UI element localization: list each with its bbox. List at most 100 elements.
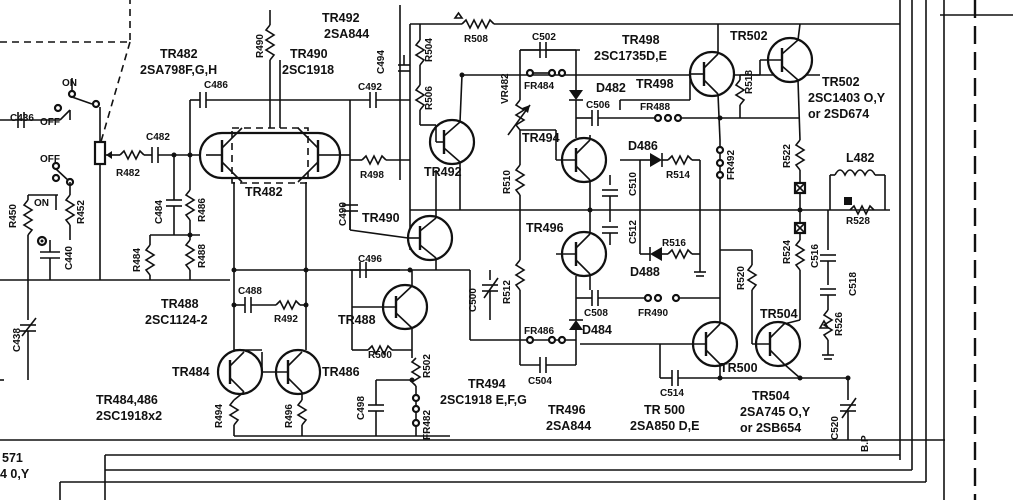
tr484-body-label: TR484 [172, 365, 210, 379]
c492-label: C492 [358, 82, 382, 93]
tr504-label: TR504 [752, 389, 790, 403]
tr492-body-label: TR492 [424, 165, 462, 179]
c504-label: C504 [528, 376, 552, 387]
tr496-body-label: TR496 [526, 221, 564, 235]
tr504-type: 2SA745 O,Y [740, 405, 811, 419]
tr494-body-label: TR494 [522, 131, 560, 145]
tr490-body-label: TR490 [362, 211, 400, 225]
d482-label: D482 [596, 81, 626, 95]
c482-label: C482 [146, 132, 170, 143]
r488-label: R488 [197, 244, 208, 268]
c496-label: C496 [358, 254, 382, 265]
c506-label: C506 [586, 100, 610, 111]
tr490-label: TR490 [290, 47, 328, 61]
r522-label: R522 [782, 144, 793, 168]
switch-off-label: OFF [40, 117, 60, 128]
tr498-body-label: TR498 [636, 77, 674, 91]
tr498-label: TR498 [622, 33, 660, 47]
r452-label: R452 [76, 200, 87, 224]
c502-label: C502 [532, 32, 556, 43]
fr482-label: FR482 [422, 410, 433, 440]
r498-label: R498 [360, 170, 384, 181]
c484-label: C484 [154, 200, 165, 224]
tr488-body-label: TR488 [338, 313, 376, 327]
c520-label: C520 [830, 416, 841, 440]
r504-label: R504 [424, 38, 435, 62]
r490-label: R490 [255, 34, 266, 58]
fr492-label: FR492 [726, 150, 737, 180]
tr496-label: TR496 [548, 403, 586, 417]
r502-label: R502 [422, 354, 433, 378]
tr494-label: TR494 [468, 377, 506, 391]
r514-label: R514 [666, 170, 690, 181]
c518-label: C518 [848, 272, 859, 296]
tr498-type: 2SC1735D,E [594, 49, 667, 63]
c516-label: C516 [810, 244, 821, 268]
r520-label: R520 [736, 266, 747, 290]
r528-label: R528 [846, 216, 870, 227]
switch-on-label: ON [62, 78, 77, 89]
input-section [0, 0, 230, 381]
r506-label: R506 [424, 86, 435, 110]
output-stage [580, 23, 890, 440]
component-labels: TR482 2SA798F,G,H TR482 TR490 2SC1918 TR… [0, 11, 886, 481]
bottom-type-label: 4 0,Y [0, 467, 30, 481]
c438-label: C438 [12, 328, 23, 352]
tr496-type: 2SA844 [546, 419, 591, 433]
switch-on-label-2: ON [34, 198, 49, 209]
c498-label: C498 [356, 396, 367, 420]
c486-label: C486 [204, 80, 228, 91]
tr494-type: 2SC1918 E,F,G [440, 393, 527, 407]
r482-label: R482 [116, 168, 140, 179]
c514-label: C514 [660, 388, 684, 399]
r494-label: R494 [214, 404, 225, 428]
r512-label: R512 [502, 280, 513, 304]
bottom-part-label: 571 [2, 451, 23, 465]
c508-label: C508 [584, 308, 608, 319]
tr502-alt-type: or 2SD674 [808, 107, 869, 121]
r486-label: R486 [197, 198, 208, 222]
tr482-label: TR482 [160, 47, 198, 61]
r510-label: R510 [502, 170, 513, 194]
vr482-label: VR482 [500, 73, 511, 104]
tr502-label: TR502 [822, 75, 860, 89]
r492-label: R492 [274, 314, 298, 325]
bp-label: B.P [860, 435, 871, 452]
r516-label: R516 [662, 238, 686, 249]
d484-label: D484 [582, 323, 612, 337]
c494-label: C494 [376, 50, 387, 74]
bias-network [507, 42, 723, 373]
tr488-label: TR488 [161, 297, 199, 311]
c436-label: C436 [10, 113, 34, 124]
tr484-486-label: TR484,486 [96, 393, 158, 407]
tr500-label: TR 500 [644, 403, 685, 417]
l482-label: L482 [846, 151, 875, 165]
c490-label: C490 [338, 202, 349, 226]
r496-label: R496 [284, 404, 295, 428]
tr492-stage [398, 24, 830, 341]
c488-label: C488 [238, 286, 262, 297]
tr504-alt-type: or 2SB654 [740, 421, 801, 435]
tr488-type: 2SC1124-2 [145, 313, 208, 327]
tr502-top-label: TR502 [730, 29, 768, 43]
tr502-type: 2SC1403 O,Y [808, 91, 886, 105]
r508-label: R508 [464, 34, 488, 45]
switch-off-label-2: OFF [40, 154, 60, 165]
tr486-body-label: TR486 [322, 365, 360, 379]
r450-label: R450 [8, 204, 19, 228]
tr482-body-label: TR482 [245, 185, 283, 199]
tr484-486-type: 2SC1918x2 [96, 409, 162, 423]
part-reference-labels: R490 R504 R506 R508 R518 R522 R528 R524 … [8, 32, 870, 440]
voltage-amp-stage [216, 5, 470, 437]
r524-label: R524 [782, 240, 793, 264]
tr492-type: 2SA844 [324, 27, 369, 41]
tr504-body-label: TR504 [760, 307, 798, 321]
r526-label: R526 [834, 312, 845, 336]
r500-label: R500 [368, 350, 392, 361]
fr486-label: FR486 [524, 326, 554, 337]
fr488-label: FR488 [640, 102, 670, 113]
r518-label: R518 [744, 70, 755, 94]
r484-label: R484 [132, 248, 143, 272]
